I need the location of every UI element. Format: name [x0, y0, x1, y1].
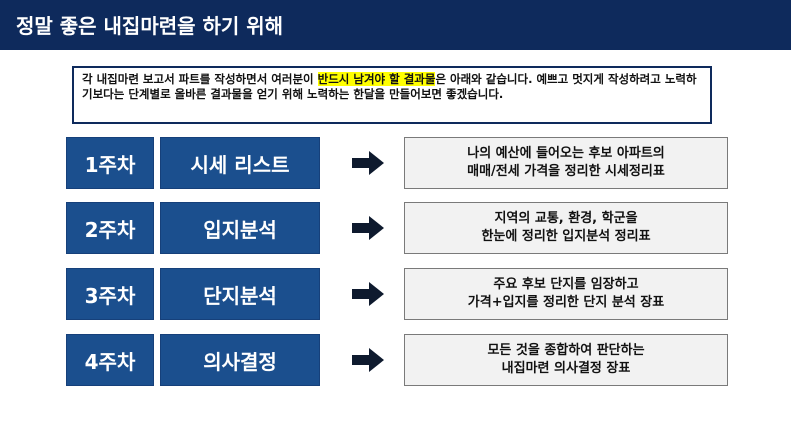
step-row-1: 1주차 시세 리스트 나의 예산에 들어오는 후보 아파트의 매매/전세 가격을…: [0, 137, 791, 191]
step-title-1: 시세 리스트: [160, 137, 320, 189]
step-desc-4-line-2: 내집마련 의사결정 장표: [501, 361, 631, 376]
week-label-1: 1주차: [66, 137, 154, 189]
week-label-2: 2주차: [66, 202, 154, 254]
step-row-4: 4주차 의사결정 모든 것을 종합하여 판단하는 내집마련 의사결정 장표: [0, 334, 791, 388]
right-arrow-icon: [352, 348, 384, 372]
page-title: 정말 좋은 내집마련을 하기 위해: [16, 14, 284, 38]
step-desc-3: 주요 후보 단지를 임장하고 가격+입지를 정리한 단지 분석 장표: [404, 268, 728, 320]
step-title-4: 의사결정: [160, 334, 320, 386]
right-arrow-icon: [352, 282, 384, 306]
week-label-4: 4주차: [66, 334, 154, 386]
step-desc-1-line-2: 매매/전세 가격을 정리한 시세정리표: [467, 164, 665, 179]
step-desc-4: 모든 것을 종합하여 판단하는 내집마련 의사결정 장표: [404, 334, 728, 386]
step-desc-1: 나의 예산에 들어오는 후보 아파트의 매매/전세 가격을 정리한 시세정리표: [404, 137, 728, 189]
intro-text-after: 은 아래와 같습니다. 예쁘고 멋지게 작성하려고 노력하기보다는 단계별로 올…: [82, 72, 697, 101]
week-label-3: 3주차: [66, 268, 154, 320]
step-desc-2-line-2: 한눈에 정리한 입지분석 정리표: [481, 229, 651, 244]
intro-box: 각 내집마련 보고서 파트를 작성하면서 여러분이 반드시 남겨야 할 결과물은…: [72, 66, 712, 124]
header-bar: 정말 좋은 내집마련을 하기 위해: [0, 0, 791, 50]
step-desc-2-line-1: 지역의 교통, 환경, 학군을: [494, 211, 638, 226]
step-desc-4-line-1: 모든 것을 종합하여 판단하는: [487, 343, 645, 358]
right-arrow-icon: [352, 151, 384, 175]
step-desc-2: 지역의 교통, 환경, 학군을 한눈에 정리한 입지분석 정리표: [404, 202, 728, 254]
intro-text-before: 각 내집마련 보고서 파트를 작성하면서 여러분이: [82, 72, 318, 86]
intro-highlight: 반드시 남겨야 할 결과물: [317, 72, 436, 86]
step-desc-3-line-1: 주요 후보 단지를 임장하고: [493, 277, 639, 292]
step-row-3: 3주차 단지분석 주요 후보 단지를 임장하고 가격+입지를 정리한 단지 분석…: [0, 268, 791, 322]
right-arrow-icon: [352, 216, 384, 240]
step-desc-3-line-2: 가격+입지를 정리한 단지 분석 장표: [467, 295, 665, 310]
step-desc-1-line-1: 나의 예산에 들어오는 후보 아파트의: [467, 146, 665, 161]
step-title-3: 단지분석: [160, 268, 320, 320]
step-title-2: 입지분석: [160, 202, 320, 254]
step-row-2: 2주차 입지분석 지역의 교통, 환경, 학군을 한눈에 정리한 입지분석 정리…: [0, 202, 791, 256]
